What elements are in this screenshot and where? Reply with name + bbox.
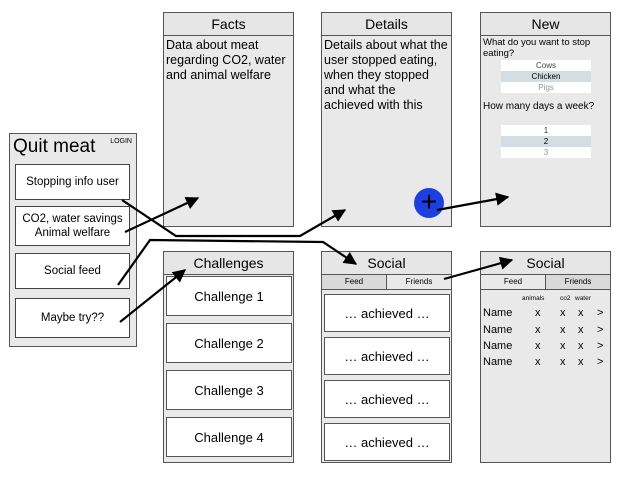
friend-water: x (578, 307, 584, 319)
friend-animals: x (535, 324, 541, 336)
arrow-savings-to-facts (124, 197, 200, 233)
challenges-screen: Challenges Challenge 1 Challenge 2 Chall… (163, 251, 294, 463)
friend-animals: x (535, 307, 541, 319)
stopping-info-button[interactable]: Stopping info user (15, 164, 130, 200)
app-title: Quit meat (13, 136, 96, 157)
question-stop-eating: What do you want to stop eating? (483, 37, 591, 59)
animal-picker[interactable]: Cows Chicken Pigs (501, 60, 591, 93)
friend-co2: x (560, 307, 566, 319)
challenge-item[interactable]: Challenge 2 (166, 323, 292, 363)
challenge-item[interactable]: Challenge 4 (166, 417, 292, 457)
facts-title: Facts (164, 13, 293, 36)
friend-name: Name (483, 356, 513, 368)
friend-water: x (578, 340, 584, 352)
social-tabs: Feed Friends (481, 275, 610, 290)
challenge-item[interactable]: Challenge 1 (166, 276, 292, 316)
challenge-item[interactable]: Challenge 3 (166, 370, 292, 410)
chevron-right-icon[interactable]: > (597, 307, 604, 319)
friend-animals: x (535, 340, 541, 352)
facts-screen: Facts Data about meat regarding CO2, wat… (163, 12, 294, 227)
tab-feed[interactable]: Feed (322, 275, 386, 289)
picker-option-selected[interactable]: 2 (501, 136, 591, 147)
friend-row[interactable]: Name x x x > (481, 324, 607, 338)
chevron-right-icon[interactable]: > (597, 356, 604, 368)
arrow-maybe-to-challenges (119, 269, 187, 323)
feed-item[interactable]: … achieved … (324, 294, 450, 332)
friend-co2: x (560, 324, 566, 336)
friend-row[interactable]: Name x x x > (481, 356, 607, 370)
column-header-co2: co2 (560, 295, 571, 302)
arrow-add-to-new (436, 192, 510, 212)
picker-option[interactable]: 3 (543, 148, 549, 157)
social-tabs: Feed Friends (322, 275, 451, 290)
picker-option[interactable]: 1 (543, 126, 549, 135)
chevron-right-icon[interactable]: > (597, 324, 604, 336)
maybe-try-button[interactable]: Maybe try?? (15, 298, 130, 338)
feed-item[interactable]: … achieved … (324, 380, 450, 418)
tab-friends[interactable]: Friends (386, 275, 451, 289)
column-header-water: water (575, 295, 591, 302)
picker-option[interactable]: Cows (535, 61, 556, 70)
feed-item[interactable]: … achieved … (324, 423, 450, 461)
new-title: New (481, 13, 610, 36)
savings-welfare-button[interactable]: CO2, water savings Animal welfare (15, 206, 130, 246)
column-header-animals: animals (522, 295, 545, 302)
friend-row[interactable]: Name x x x > (481, 340, 607, 354)
friend-animals: x (535, 356, 541, 368)
details-title: Details (322, 13, 451, 36)
tab-friends[interactable]: Friends (545, 275, 610, 289)
new-screen: New What do you want to stop eating? Cow… (480, 12, 611, 227)
friend-name: Name (483, 340, 513, 352)
social-feed-button[interactable]: Social feed (15, 253, 130, 289)
arrow-social-to-social (117, 238, 358, 286)
picker-option-selected[interactable]: Chicken (501, 71, 591, 82)
friend-water: x (578, 356, 584, 368)
friend-name: Name (483, 307, 513, 319)
social-feed-screen: Social Feed Friends … achieved … … achie… (321, 251, 452, 463)
login-button[interactable]: LOGIN (110, 138, 132, 145)
friend-name: Name (483, 324, 513, 336)
friend-water: x (578, 324, 584, 336)
arrow-stopping-to-details (121, 199, 347, 238)
tab-feed[interactable]: Feed (503, 277, 523, 286)
details-text: Details about what the user stopped eati… (324, 38, 448, 112)
friend-row[interactable]: Name x x x > (481, 307, 607, 321)
friend-co2: x (560, 356, 566, 368)
add-button[interactable]: + (414, 188, 444, 218)
social-friends-screen: Social Feed Friends animals co2 water Na… (480, 251, 611, 463)
quit-meat-screen: Quit meat LOGIN Stopping info user CO2, … (9, 133, 137, 347)
facts-text: Data about meat regarding CO2, water and… (166, 38, 286, 82)
friend-co2: x (560, 340, 566, 352)
arrow-friends-to-social (443, 256, 514, 281)
feed-item[interactable]: … achieved … (324, 337, 450, 375)
picker-option[interactable]: Pigs (538, 83, 554, 92)
chevron-right-icon[interactable]: > (597, 340, 604, 352)
days-picker[interactable]: 1 2 3 (501, 125, 591, 158)
challenges-title: Challenges (164, 252, 293, 275)
details-screen: Details Details about what the user stop… (321, 12, 452, 227)
question-days-week: How many days a week? (483, 101, 595, 112)
